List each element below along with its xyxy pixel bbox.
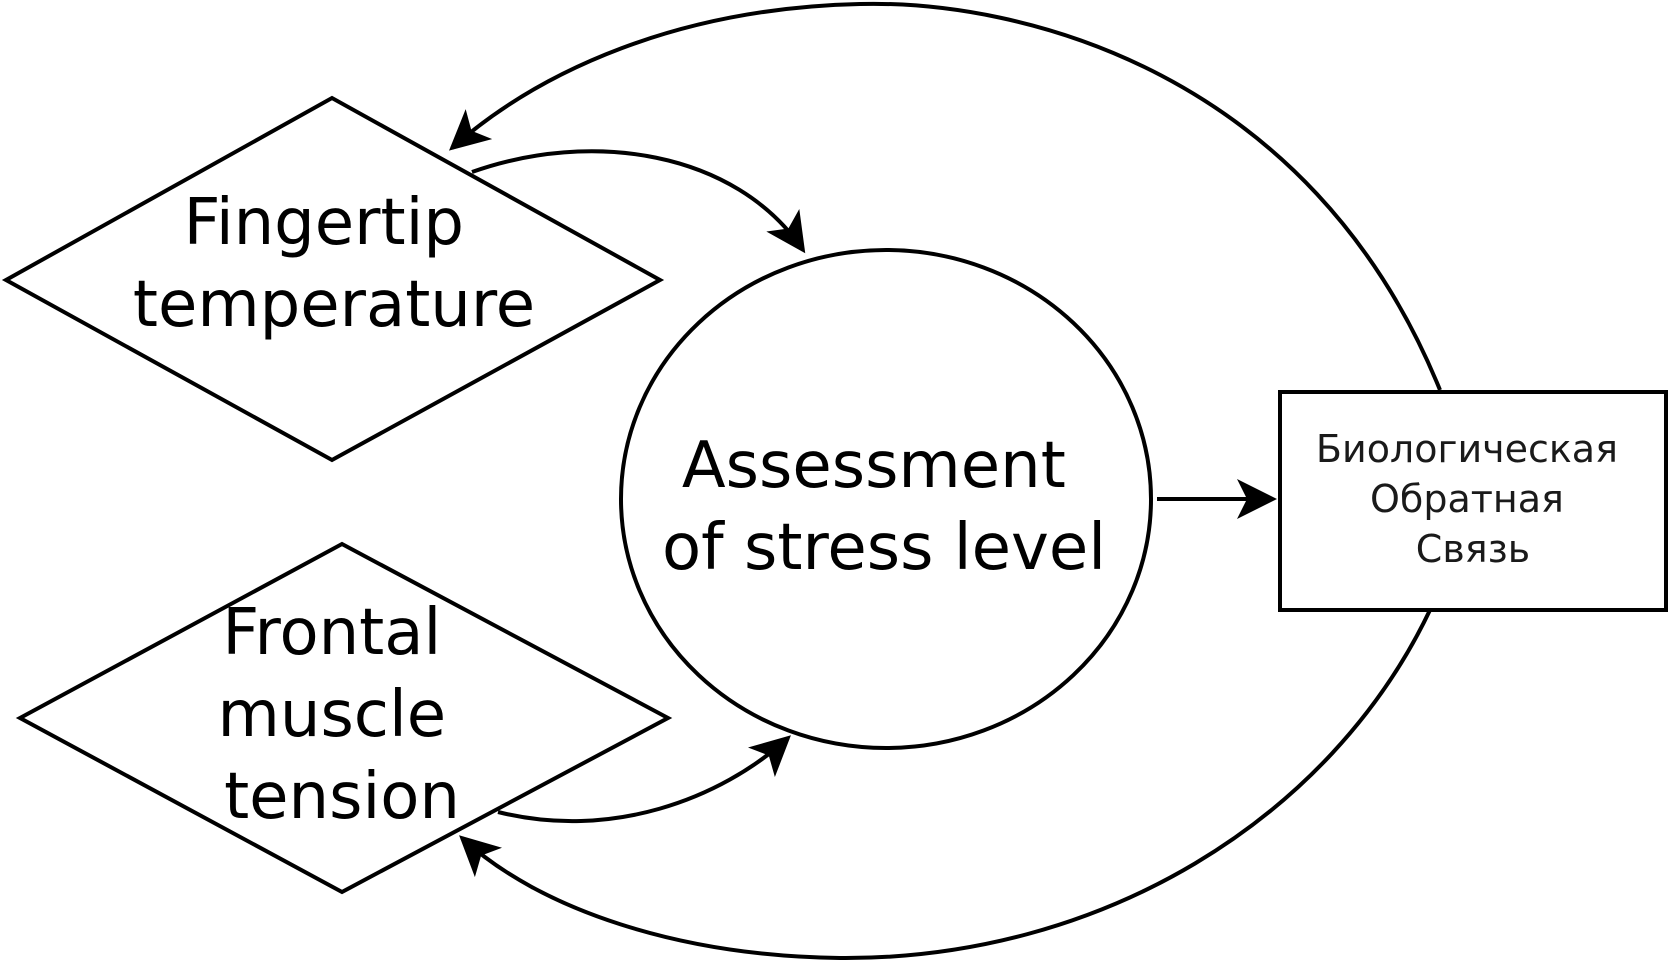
biofeedback-label-line-2: Обратная [1370,477,1564,521]
svg-text:Assessment of stress lev: Assessment of stress level [662,429,1106,585]
fingertip-temperature-node: Fingertip temperature [1,95,665,463]
muscle-label-line-3: tension [224,760,460,834]
fingertip-label-line-2: temperature [133,268,535,342]
assessment-label-line-2: of stress level [662,511,1106,585]
svg-text:Fingertip temperature: Fingertip temperature [133,186,535,342]
biofeedback-label-line-1: Биологическая [1316,427,1618,471]
svg-text:Биологическая Обратная: Биологическая Обратная Связь [1316,427,1630,571]
svg-text:Frontal muscle ten: Frontal muscle tension [218,596,467,834]
assessment-node: Assessment of stress level [619,248,1153,750]
biofeedback-node: Биологическая Обратная Связь [1278,390,1668,612]
assessment-label-line-1: Assessment [682,429,1066,503]
muscle-label-line-2: muscle [218,678,447,752]
biofeedback-label-line-3: Связь [1416,527,1530,571]
frontal-muscle-tension-node: Frontal muscle tension [15,541,673,895]
arrow-fingertip-to-assessment [471,149,806,254]
loop-arrow-to-muscle [459,609,1432,961]
fingertip-label-line-1: Fingertip [184,186,464,260]
loop-arrow-to-fingertip [449,1,1442,391]
arrow-muscle-to-assessment [497,735,791,824]
muscle-label-line-1: Frontal [222,596,441,670]
